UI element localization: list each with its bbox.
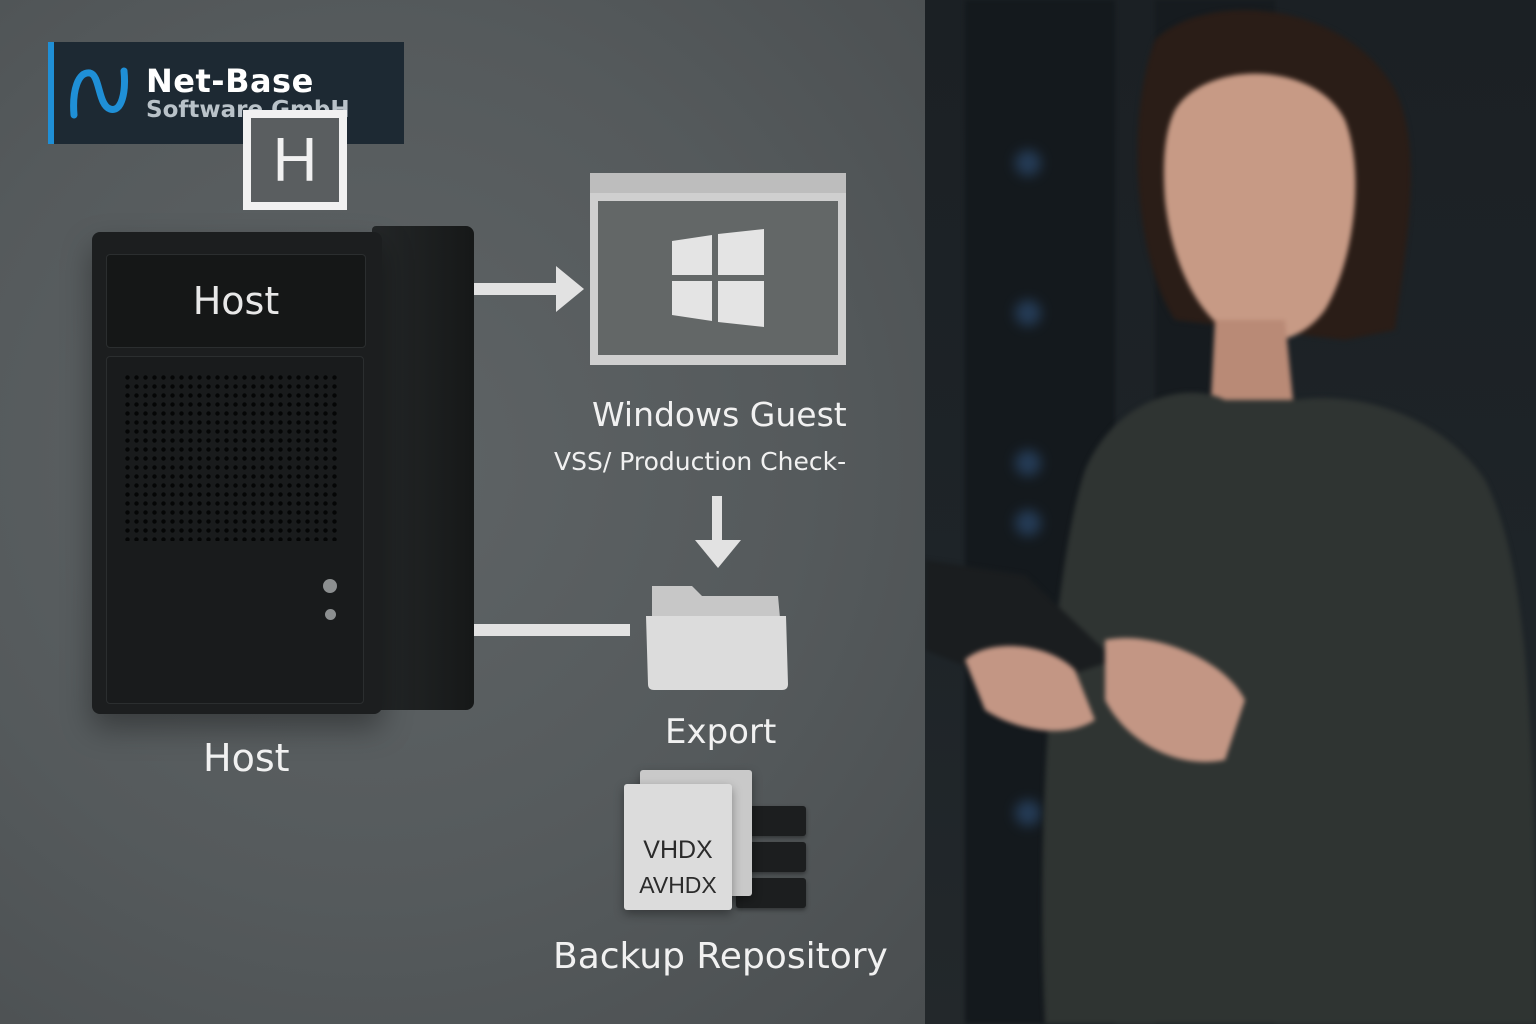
vhdx-document-icon: VHDX AVHDX — [624, 784, 732, 910]
logo-name: Net-Base — [146, 61, 314, 100]
host-plate-label: Host — [192, 279, 280, 323]
host-server-icon: Host — [92, 226, 474, 714]
photo-woman-with-tablet — [925, 0, 1536, 1024]
host-plate: Host — [106, 254, 366, 348]
guest-title: Windows Guest — [592, 395, 847, 434]
folder-icon — [646, 586, 788, 690]
guest-subtitle: VSS/ Production Check- — [554, 447, 847, 476]
hyperv-icon: H — [243, 110, 347, 210]
host-caption: Host — [203, 736, 290, 780]
windows-guest-window — [590, 173, 846, 365]
arrow-down-icon — [695, 540, 741, 568]
windows-logo-icon — [672, 229, 764, 327]
hyperv-letter: H — [251, 118, 339, 202]
export-label: Export — [665, 712, 777, 752]
file-type-vhdx: VHDX — [643, 836, 713, 864]
netbase-wave-logo-icon — [70, 67, 128, 119]
server-grille — [106, 356, 364, 704]
arrow-right-icon — [556, 266, 584, 312]
line-host-to-export — [474, 624, 630, 636]
file-type-avhdx: AVHDX — [639, 872, 717, 898]
arrow-guest-to-export — [712, 496, 722, 544]
repository-label: Backup Repository — [553, 936, 888, 977]
arrow-host-to-guest — [474, 283, 560, 295]
backup-files-icon: VHDX AVHDX — [620, 766, 810, 916]
company-logo: Net-Base Software GmbH — [48, 42, 404, 144]
